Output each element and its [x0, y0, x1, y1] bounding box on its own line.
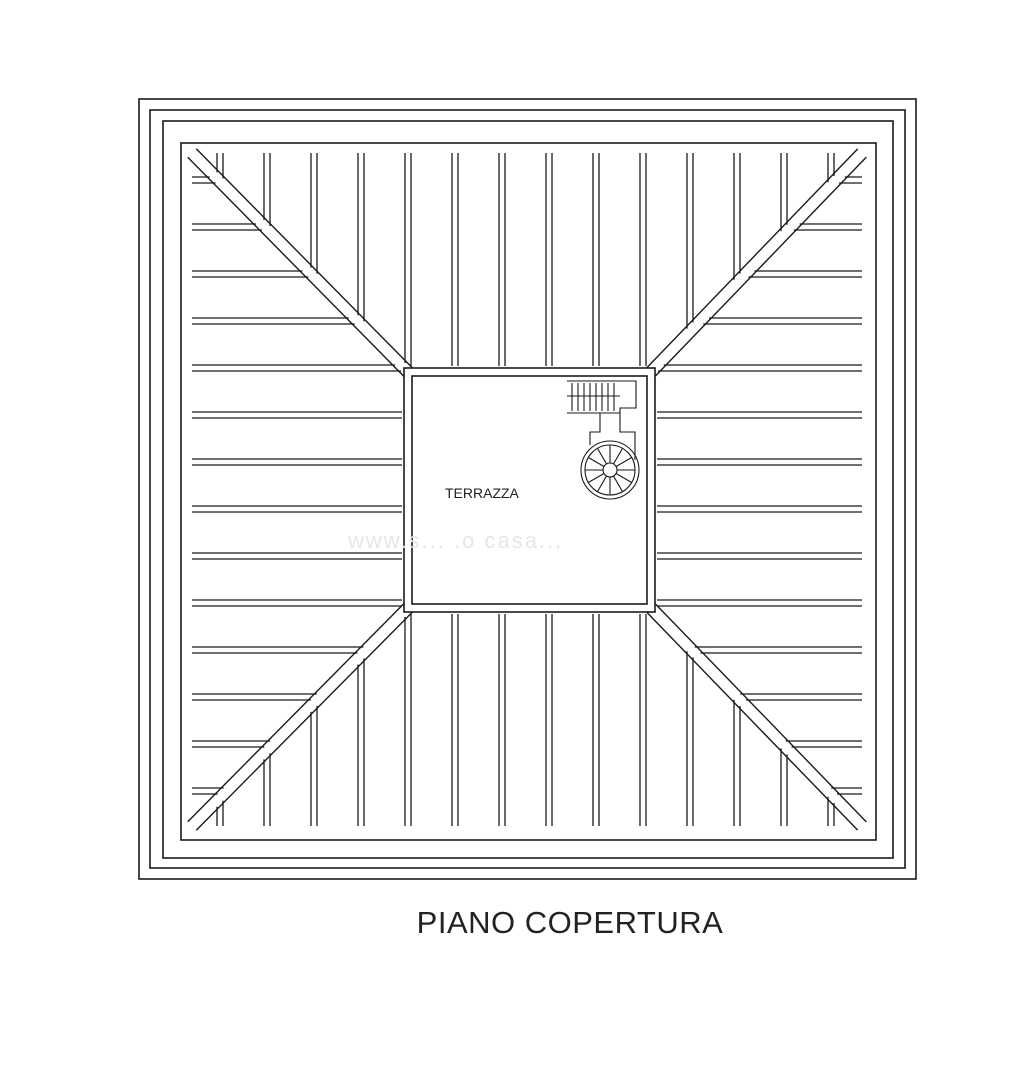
- roof-frame-line: [149, 109, 906, 869]
- straight-staircase-icon: [567, 380, 637, 414]
- spiral-staircase-icon: [580, 440, 640, 500]
- terrace-inner-border: [411, 375, 648, 605]
- roof-hip-lines: [187, 148, 867, 831]
- stair-landing: [589, 413, 601, 445]
- hip-line: [654, 603, 867, 823]
- terrace-label: TERRAZZA: [445, 485, 519, 501]
- spiral-stair-step: [597, 475, 607, 492]
- spiral-stair-step: [615, 473, 632, 483]
- drawing-title: PIANO COPERTURA: [416, 905, 724, 940]
- hip-line: [187, 156, 405, 377]
- hip-line: [195, 148, 413, 369]
- hip-line: [187, 603, 405, 823]
- stair-landing: [619, 413, 636, 460]
- spiral-stair-step: [597, 448, 607, 465]
- roof-outline-frames: [138, 98, 917, 880]
- spiral-stair-step: [615, 457, 632, 467]
- hip-line: [646, 148, 859, 369]
- roof-frame-line: [180, 142, 877, 841]
- terrace-opening: [403, 367, 656, 613]
- watermark-text: www.s... .o casa...: [348, 528, 564, 553]
- spiral-stair-step: [613, 448, 623, 465]
- spiral-stair-step: [613, 475, 623, 492]
- terrace-outer-border: [403, 367, 656, 613]
- roof-rafter-lines: [192, 153, 862, 826]
- spiral-stair-step: [588, 457, 605, 467]
- spiral-staircase-icon: [567, 380, 640, 500]
- spiral-stair-step: [588, 473, 605, 483]
- hip-line: [195, 611, 413, 831]
- hip-line: [646, 611, 859, 831]
- roof-frame-line: [138, 98, 917, 880]
- roof-frame-line: [162, 120, 894, 859]
- hip-line: [654, 156, 867, 377]
